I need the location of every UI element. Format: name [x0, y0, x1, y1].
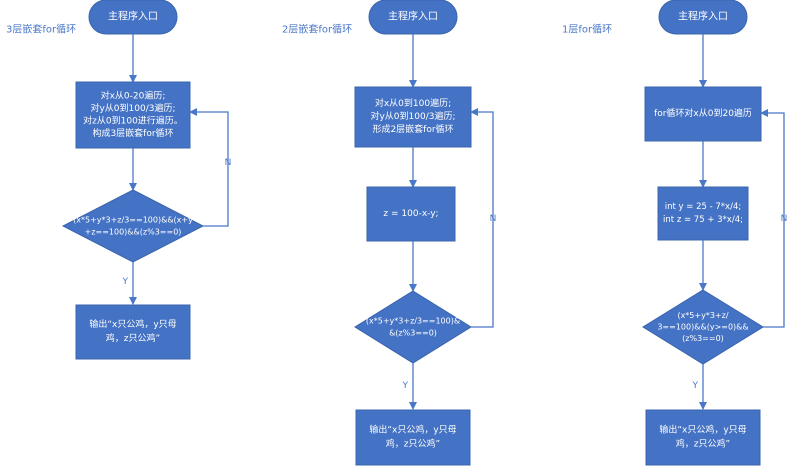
loop-back-col3	[760, 109, 785, 328]
assign-box-col2	[366, 186, 456, 242]
output-box-col1	[75, 304, 191, 360]
output-box-col1-text: 输出“x只公鸡，y只母	[89, 318, 176, 330]
output-box-col2	[355, 409, 471, 466]
loop-box-col2	[354, 86, 472, 148]
no-label-col1: N	[225, 158, 232, 168]
assign-box-col3	[657, 186, 749, 241]
output-box-col3	[645, 409, 761, 466]
loop-box-col1	[75, 81, 191, 149]
assign-box-col3-text: int z = 75 + 3*x/4;	[663, 215, 743, 225]
loop-box-col1-text: 对z从0到100进行遍历。	[83, 114, 183, 126]
assign-box-col3-text: int y = 25 - 7*x/4;	[665, 202, 741, 212]
loop-box-col2-text: 形成2层嵌套for循环	[372, 123, 453, 135]
no-label-col3: N	[781, 214, 788, 224]
decision-col1	[61, 189, 205, 263]
output-box-col1-text: 鸡，z只公鸡”	[106, 332, 160, 344]
start-node-col1-label: 主程序入口	[108, 10, 158, 23]
decision-col1-text: +z==100)&&(z%3==0)	[85, 228, 182, 237]
decision-col2-text: (x*5+y*3+z/3==100)&	[366, 317, 460, 326]
decision-col3-text: 3==100)&&(y>=0)&&	[657, 323, 748, 332]
loop-back-col2	[470, 108, 494, 328]
start-node-col2-label: 主程序入口	[388, 10, 438, 23]
decision-col1-text: (x*5+y*3+z/3==100)&&(x+y	[73, 216, 193, 225]
decision-col3-text: (z%3==0)	[682, 334, 724, 343]
decision-col2	[354, 290, 472, 364]
loop-box-col1-text: 对y从0到100/3遍历;	[90, 102, 175, 114]
output-box-col2-text: 输出“x只公鸡，y只母	[369, 424, 456, 436]
loop-box-col1-text: 构成3层嵌套for循环	[92, 127, 173, 139]
loop-back-col1	[189, 108, 229, 227]
loop-box-col3-text: for循环对x从0到20遍历	[654, 107, 752, 119]
no-label-col2: N	[490, 214, 497, 224]
caption-1-level: 1层for循环	[562, 23, 612, 36]
decision-col3-text: (x*5+y*3+z/	[677, 311, 728, 320]
yes-label-col2: Y	[402, 381, 409, 391]
assign-box-col2-text: z = 100-x-y;	[383, 209, 438, 219]
loop-box-col1-text: 对x从0-20遍历;	[101, 89, 166, 101]
output-box-col2-text: 鸡，z只公鸡”	[386, 438, 440, 450]
caption-3-level: 3层嵌套for循环	[6, 23, 76, 36]
yes-label-col1: Y	[122, 277, 129, 287]
output-box-col3-text: 输出“x只公鸡，y只母	[659, 424, 746, 436]
output-box-col3-text: 鸡，z只公鸡”	[676, 438, 730, 450]
decision-col2-text: &(z%3==0)	[389, 329, 437, 338]
caption-2-level: 2层嵌套for循环	[282, 23, 352, 36]
start-node-col3-label: 主程序入口	[678, 10, 728, 23]
loop-box-col2-text: 对x从0到100遍历;	[375, 97, 451, 109]
loop-box-col2-text: 对y从0到100/3遍历;	[370, 110, 455, 122]
yes-label-col3: Y	[692, 381, 699, 391]
